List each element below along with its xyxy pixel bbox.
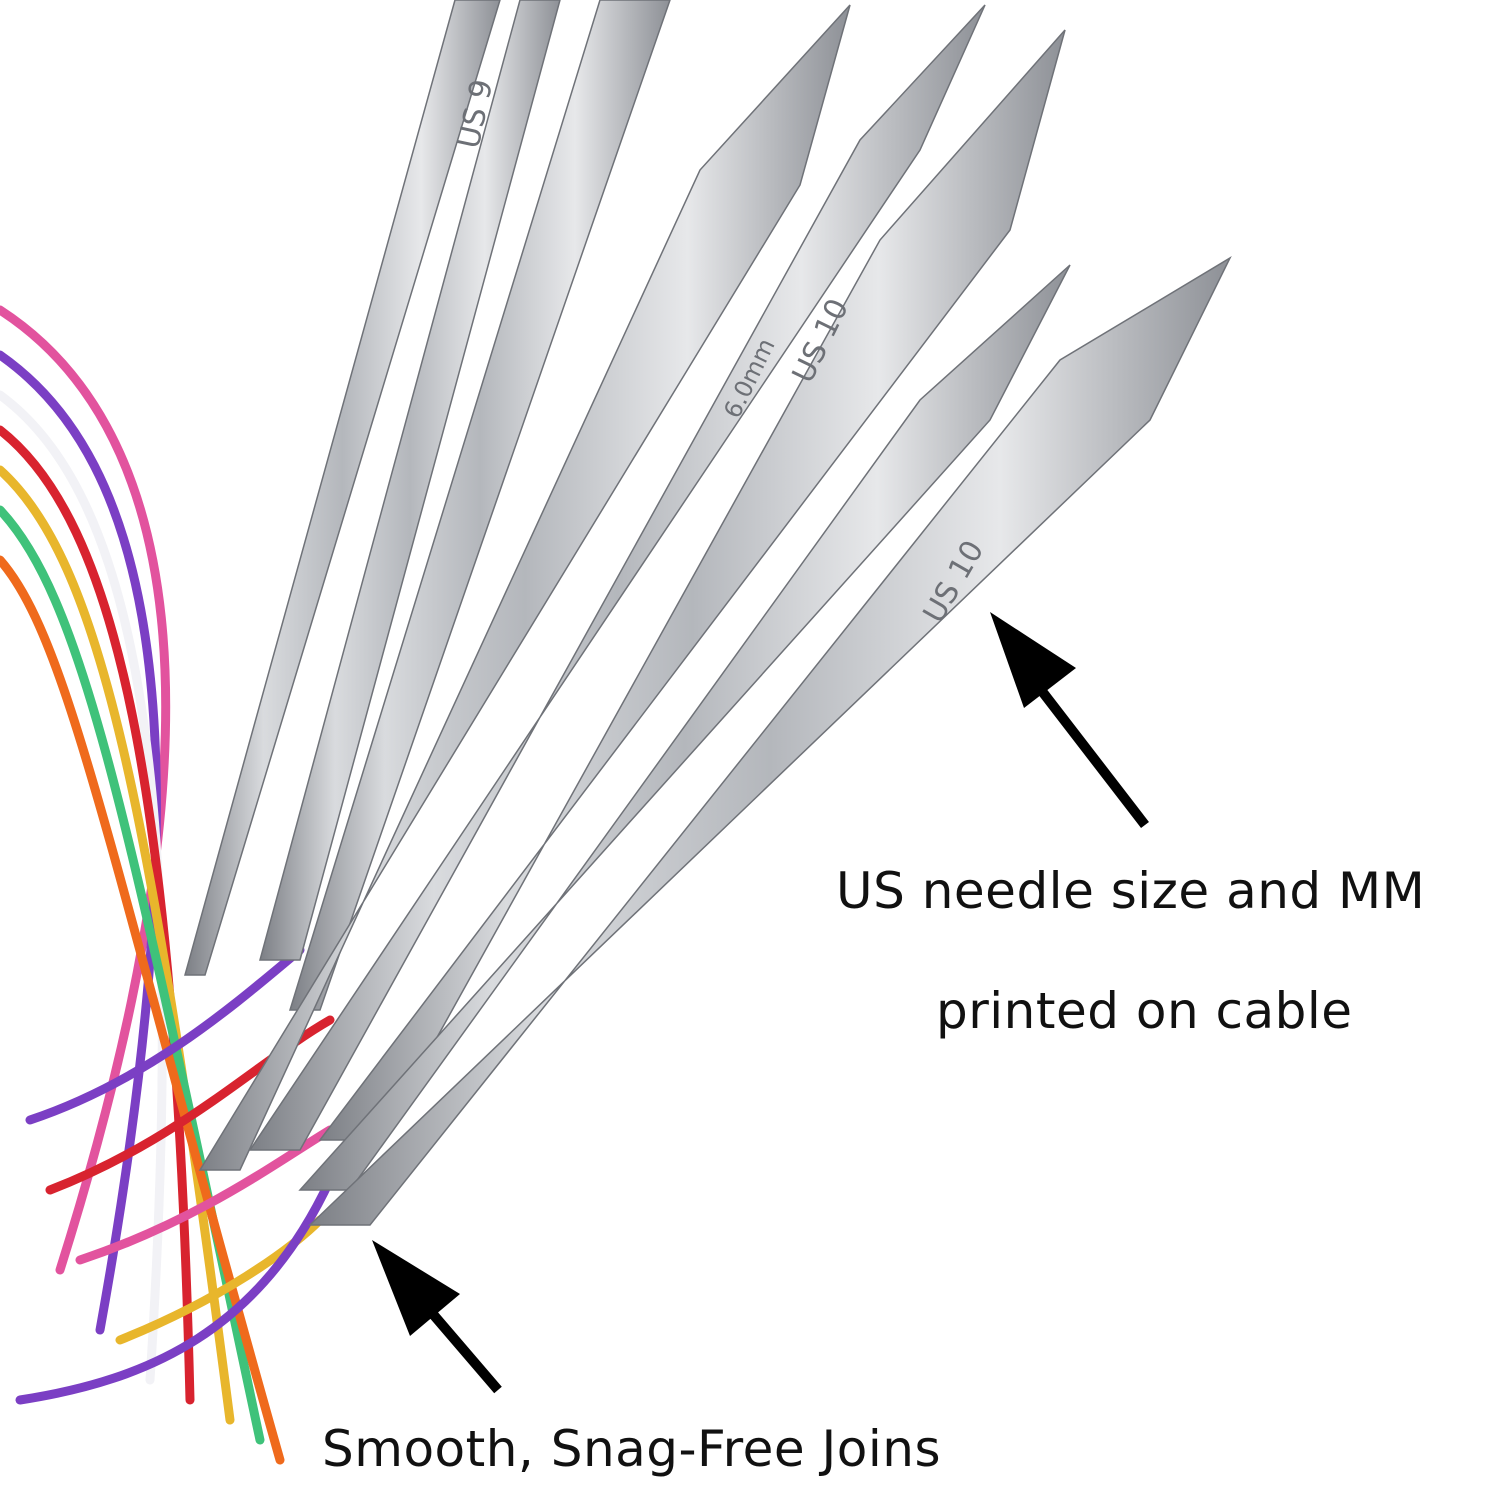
needle-8 bbox=[308, 256, 1232, 1226]
needle-5 bbox=[248, 4, 986, 1151]
needle-2 bbox=[259, 0, 561, 961]
caption-joins: Smooth, Snag-Free Joins bbox=[322, 1420, 942, 1478]
caption-size-line-2: printed on cable bbox=[936, 982, 1353, 1040]
needle-4 bbox=[198, 4, 851, 1171]
cable-bundle bbox=[0, 305, 335, 1465]
arrow-up-left-icon bbox=[990, 612, 1149, 829]
needle-group bbox=[184, 0, 1232, 1226]
arrow-up-left-icon bbox=[372, 1240, 502, 1394]
needle-1 bbox=[184, 0, 501, 976]
needle-7 bbox=[298, 264, 1071, 1191]
caption-size-line-1: US needle size and MM bbox=[836, 862, 1426, 920]
